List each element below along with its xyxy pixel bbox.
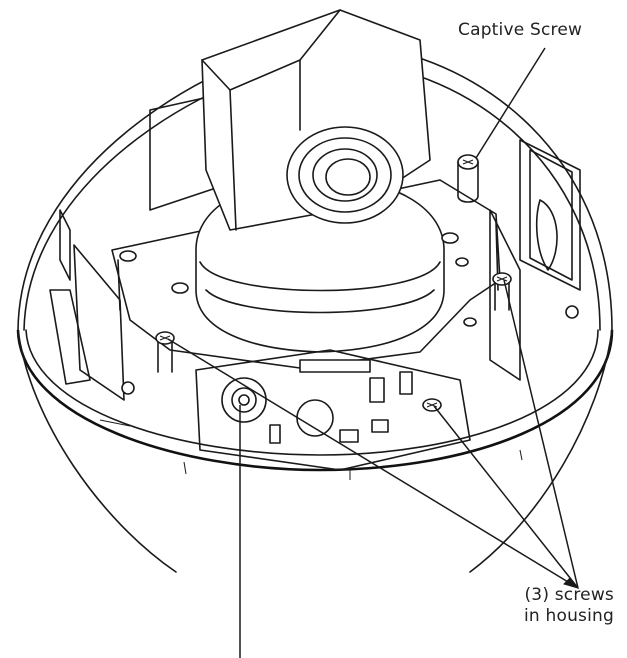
captive-screw-leader: [475, 47, 546, 159]
electronics-board: [195, 349, 471, 471]
housing-screw-right: [492, 272, 512, 311]
housing-screw-left: [155, 331, 175, 373]
screws: [119, 154, 512, 412]
camera-head: [195, 9, 445, 353]
housing-screws-label-line2: in housing: [524, 606, 614, 626]
housing-screw-leader-1: [167, 338, 579, 589]
arrowhead: [563, 577, 580, 589]
housing-screws-label: (3) screws in housing: [492, 585, 614, 627]
housing-screws-label-line1: (3) screws: [524, 585, 614, 605]
housing-screw-center: [422, 398, 442, 412]
plate-screws: [119, 232, 477, 327]
captive-screw-label: Captive Screw: [458, 20, 583, 40]
housing-screw-leader-2: [433, 405, 579, 589]
housing-screw-leader-3: [503, 279, 579, 589]
callout-lines: [167, 47, 580, 658]
captive-screw: [457, 154, 479, 203]
